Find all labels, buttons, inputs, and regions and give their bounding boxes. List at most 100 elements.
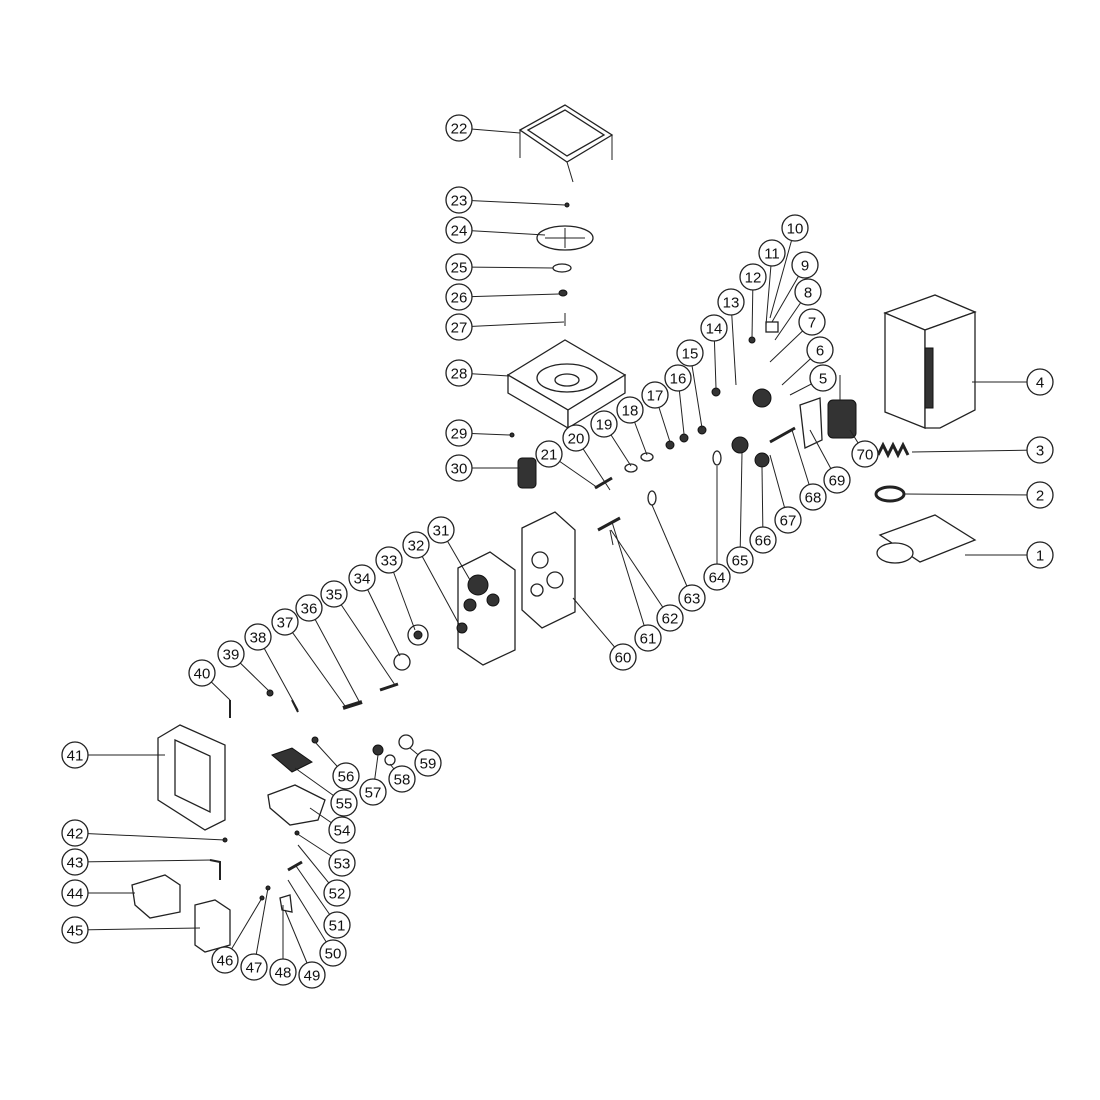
callout-62: 62 (656, 604, 684, 632)
leader-line-2 (904, 493, 1041, 496)
callout-number: 17 (647, 388, 664, 405)
callout-26: 26 (445, 283, 473, 311)
part-small-fittings (259, 734, 414, 913)
callout-circle (851, 440, 879, 468)
callout-number: 66 (755, 533, 772, 550)
callout-19: 19 (590, 410, 618, 438)
part-gears (624, 321, 796, 506)
callout-number: 43 (67, 855, 84, 872)
callout-circle (590, 410, 618, 438)
callout-circle (703, 563, 731, 591)
callout-number: 45 (67, 923, 84, 940)
callout-number: 64 (709, 570, 726, 587)
callout-number: 59 (420, 756, 437, 773)
callout-number: 61 (640, 631, 657, 648)
callout-circle (774, 506, 802, 534)
callout-number: 12 (745, 270, 762, 287)
callout-circle (240, 953, 268, 981)
callout-59: 59 (414, 749, 442, 777)
callout-46: 46 (211, 946, 239, 974)
callout-12: 12 (739, 263, 767, 291)
callout-circle (823, 466, 851, 494)
callout-24: 24 (445, 216, 473, 244)
callout-circle (535, 440, 563, 468)
callout-number: 36 (301, 601, 318, 618)
callout-51: 51 (323, 911, 351, 939)
leader-line-36 (308, 607, 361, 704)
part-frame (518, 104, 614, 183)
part-front-housing (157, 724, 226, 831)
callout-22: 22 (445, 114, 473, 142)
callout-36: 36 (295, 594, 323, 622)
callout-circle (1026, 481, 1054, 509)
callout-number: 63 (684, 591, 701, 608)
callout-circle (700, 314, 728, 342)
callout-circle (328, 849, 356, 877)
callout-circle (414, 749, 442, 777)
callout-7: 7 (798, 308, 826, 336)
callouts: 1234567891011121314151617181920212223242… (61, 114, 1054, 989)
callout-number: 34 (354, 571, 371, 588)
callout-40: 40 (188, 659, 216, 687)
leader-line-37 (284, 621, 346, 707)
callout-number: 35 (326, 587, 343, 604)
callout-circle (244, 623, 272, 651)
part-screw (564, 202, 570, 208)
callout-25: 25 (445, 253, 473, 281)
callout-circle (295, 594, 323, 622)
callout-67: 67 (774, 506, 802, 534)
callout-63: 63 (678, 584, 706, 612)
callout-39: 39 (217, 640, 245, 668)
callout-3: 3 (1026, 436, 1054, 464)
callout-circle (348, 564, 376, 592)
callout-circle (61, 916, 89, 944)
callout-number: 6 (816, 343, 824, 360)
leader-line-27 (458, 321, 565, 328)
leader-line-34 (361, 577, 401, 657)
callout-number: 25 (451, 260, 468, 277)
callout-56: 56 (332, 762, 360, 790)
callout-circle (445, 283, 473, 311)
callout-number: 65 (732, 553, 749, 570)
callout-52: 52 (323, 879, 351, 907)
leader-line-63 (651, 504, 693, 599)
callout-number: 40 (194, 666, 211, 683)
callout-number: 30 (451, 461, 468, 478)
callout-11: 11 (758, 239, 786, 267)
callout-circle (634, 624, 662, 652)
part-drip-tray (267, 747, 326, 826)
part-mount-plate-60 (521, 511, 576, 629)
callout-47: 47 (240, 953, 268, 981)
callout-circle (641, 381, 669, 409)
callout-16: 16 (664, 364, 692, 392)
callout-number: 21 (541, 447, 558, 464)
callout-circle (319, 939, 347, 967)
callout-circle (445, 216, 473, 244)
callout-number: 8 (804, 285, 812, 302)
callout-58: 58 (388, 765, 416, 793)
callout-number: 67 (780, 513, 797, 530)
callout-32: 32 (402, 531, 430, 559)
callout-number: 27 (451, 320, 468, 337)
part-mount-plate-31 (457, 551, 516, 666)
callout-circle (609, 643, 637, 671)
callout-circle (798, 308, 826, 336)
callout-number: 56 (338, 769, 355, 786)
callout-10: 10 (781, 214, 809, 242)
part-nut (558, 289, 568, 297)
callout-number: 29 (451, 426, 468, 443)
callout-number: 32 (408, 538, 425, 555)
part-dispenser-parts (229, 624, 429, 718)
callout-66: 66 (749, 526, 777, 554)
callout-number: 38 (250, 630, 267, 647)
callout-circle (445, 454, 473, 482)
part-screw (509, 432, 515, 438)
callout-number: 58 (394, 772, 411, 789)
callout-27: 27 (445, 313, 473, 341)
callout-4: 4 (1026, 368, 1054, 396)
leader-line-25 (458, 266, 554, 269)
callout-circle (758, 239, 786, 267)
callout-circle (375, 546, 403, 574)
callout-69: 69 (823, 466, 851, 494)
callout-circle (328, 816, 356, 844)
